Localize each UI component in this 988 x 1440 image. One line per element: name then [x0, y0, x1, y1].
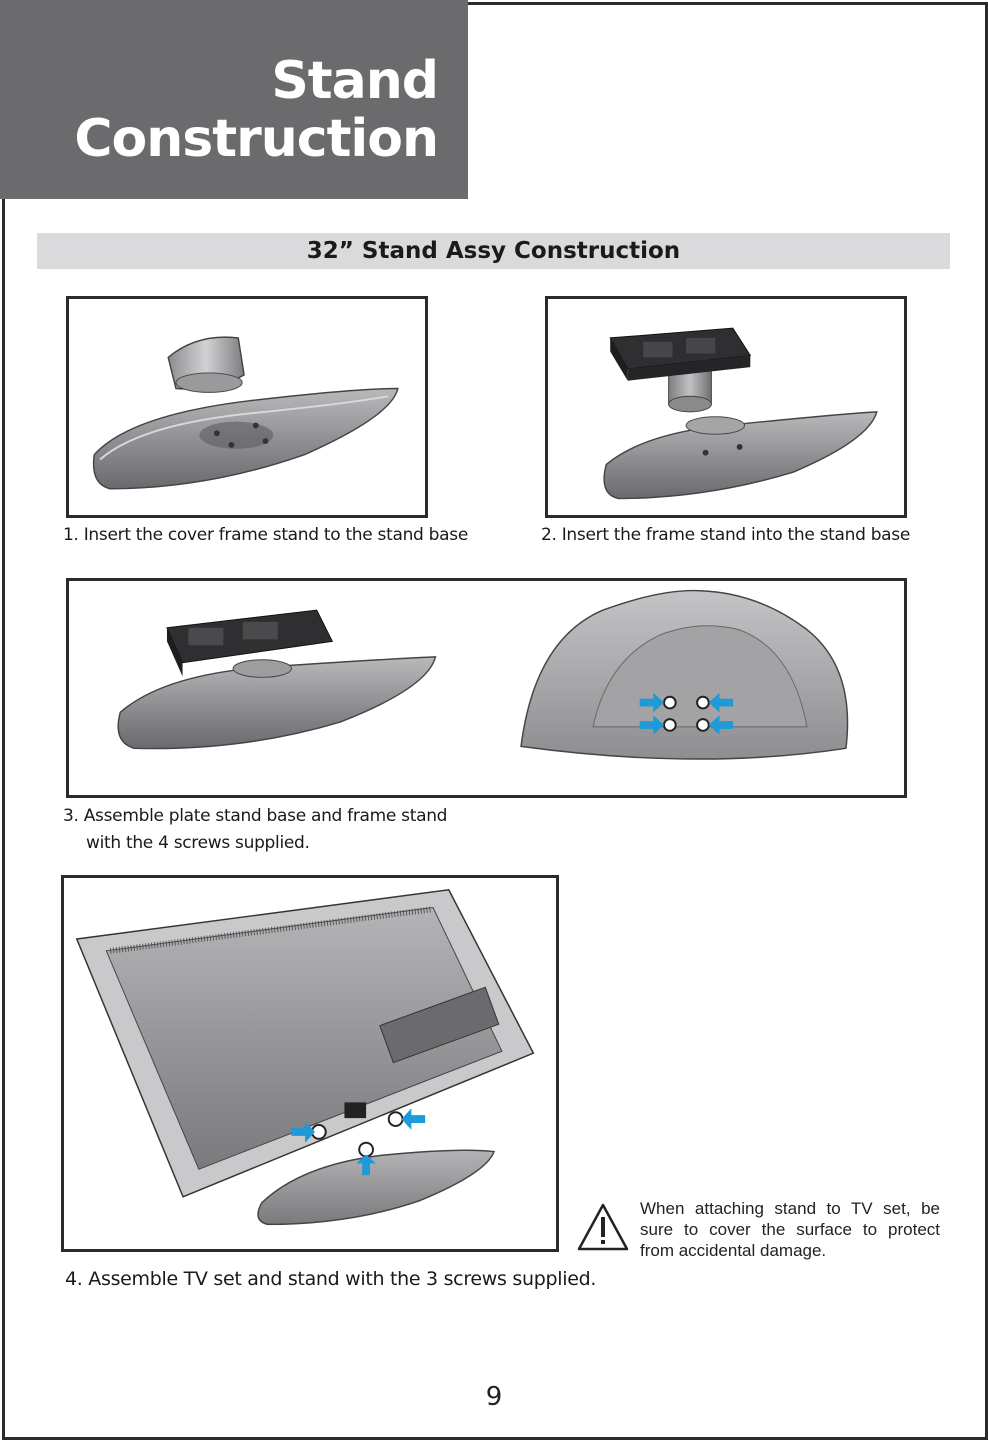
- step3-illustration: [66, 578, 907, 798]
- section-title: 32” Stand Assy Construction: [37, 233, 950, 269]
- step2-illustration: [545, 296, 907, 518]
- title-block: Stand Construction: [0, 0, 468, 199]
- page-title-line1: Stand: [271, 51, 439, 111]
- tv-back-with-stand-illustration: [75, 889, 535, 1226]
- frame-stand-and-base-illustration: [603, 327, 878, 500]
- assembled-stand-and-bottom-plate-illustration: [117, 589, 849, 760]
- warning-triangle-icon: [577, 1203, 629, 1251]
- step3-caption-line1: 3. Assemble plate stand base and frame s…: [63, 806, 448, 826]
- warning-text: When attaching stand to TV set, be sure …: [640, 1199, 940, 1260]
- page-number: 9: [485, 1382, 503, 1412]
- step3-caption-line2: with the 4 screws supplied.: [86, 833, 310, 853]
- page-title-line2: Construction: [74, 109, 439, 169]
- page-title: Stand Construction: [74, 51, 439, 169]
- step1-illustration: [66, 296, 428, 518]
- step2-caption: 2. Insert the frame stand into the stand…: [541, 525, 911, 545]
- warning-note: When attaching stand to TV set, be sure …: [576, 1198, 956, 1260]
- step4-caption: 4. Assemble TV set and stand with the 3 …: [65, 1268, 597, 1290]
- stand-base-with-cover-illustration: [92, 336, 399, 490]
- step1-caption: 1. Insert the cover frame stand to the s…: [63, 525, 468, 545]
- step4-illustration: [61, 875, 559, 1252]
